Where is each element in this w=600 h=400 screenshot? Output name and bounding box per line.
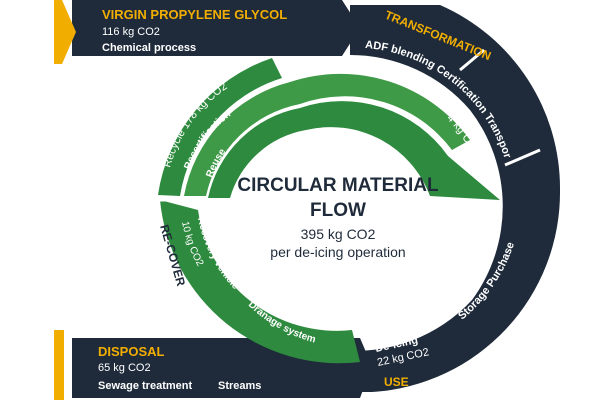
center-per: per de-icing operation <box>270 244 405 260</box>
use-title: USE <box>384 375 409 389</box>
disposal-step-streams: Streams <box>218 380 261 392</box>
virgin-banner <box>72 0 360 56</box>
virgin-value: 116 kg CO2 <box>102 26 160 38</box>
ring-divider-1 <box>459 48 485 72</box>
recycle-arc-inner <box>208 101 500 200</box>
center-total: 395 kg CO2 <box>301 226 376 242</box>
center-title-line2: FLOW <box>310 200 366 221</box>
center-title-line1: CIRCULAR MATERIAL <box>237 175 439 196</box>
recycle-arc-outer <box>158 58 282 196</box>
disposal-value: 65 kg CO2 <box>98 362 151 374</box>
ring-divider-2 <box>504 148 541 167</box>
virgin-title: VIRGIN PROPYLENE GLYCOL <box>102 7 287 22</box>
disposal-title: DISPOSAL <box>98 344 165 359</box>
disposal-yellow-bar <box>54 330 64 400</box>
disposal-step-sewage: Sewage treatment <box>98 380 192 392</box>
recover-arc-green <box>160 200 360 364</box>
virgin-subtitle: Chemical process <box>102 42 196 54</box>
outer-ring-navy <box>340 5 561 392</box>
recycle-arc-middle <box>184 73 470 196</box>
virgin-yellow-chevron <box>54 0 76 64</box>
